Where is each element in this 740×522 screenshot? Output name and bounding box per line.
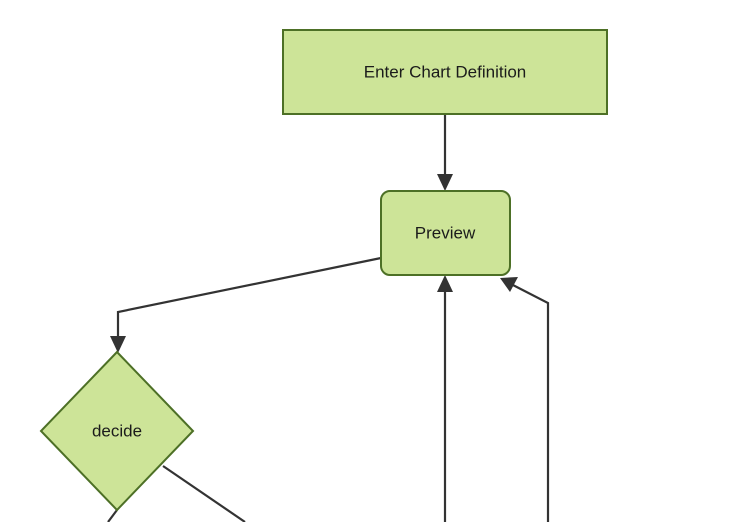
node-decide[interactable]: decide xyxy=(39,350,195,512)
edge-line xyxy=(162,465,246,522)
edge-line xyxy=(508,282,550,522)
edge-line xyxy=(107,509,118,522)
edge-decide-right-out xyxy=(162,465,246,522)
edge-decide-bottom-out xyxy=(107,509,118,522)
edge-preview-to-decide xyxy=(110,256,382,353)
arrow-head-icon xyxy=(437,174,453,191)
node-shape-rectangle[interactable] xyxy=(282,29,608,115)
node-shape-rounded-rectangle[interactable] xyxy=(380,190,511,276)
node-enter-chart-definition[interactable]: Enter Chart Definition xyxy=(282,29,608,115)
edge-line xyxy=(116,256,382,343)
edge-enter-to-preview xyxy=(437,114,453,191)
edge-bottom-right-to-preview xyxy=(500,277,550,522)
node-shape-diamond[interactable] xyxy=(39,350,195,512)
node-preview[interactable]: Preview xyxy=(380,190,511,276)
arrow-head-icon xyxy=(110,336,126,353)
edge-bottom-center-to-preview xyxy=(437,275,453,522)
arrow-head-icon xyxy=(437,275,453,292)
arrow-head-icon xyxy=(500,277,518,292)
